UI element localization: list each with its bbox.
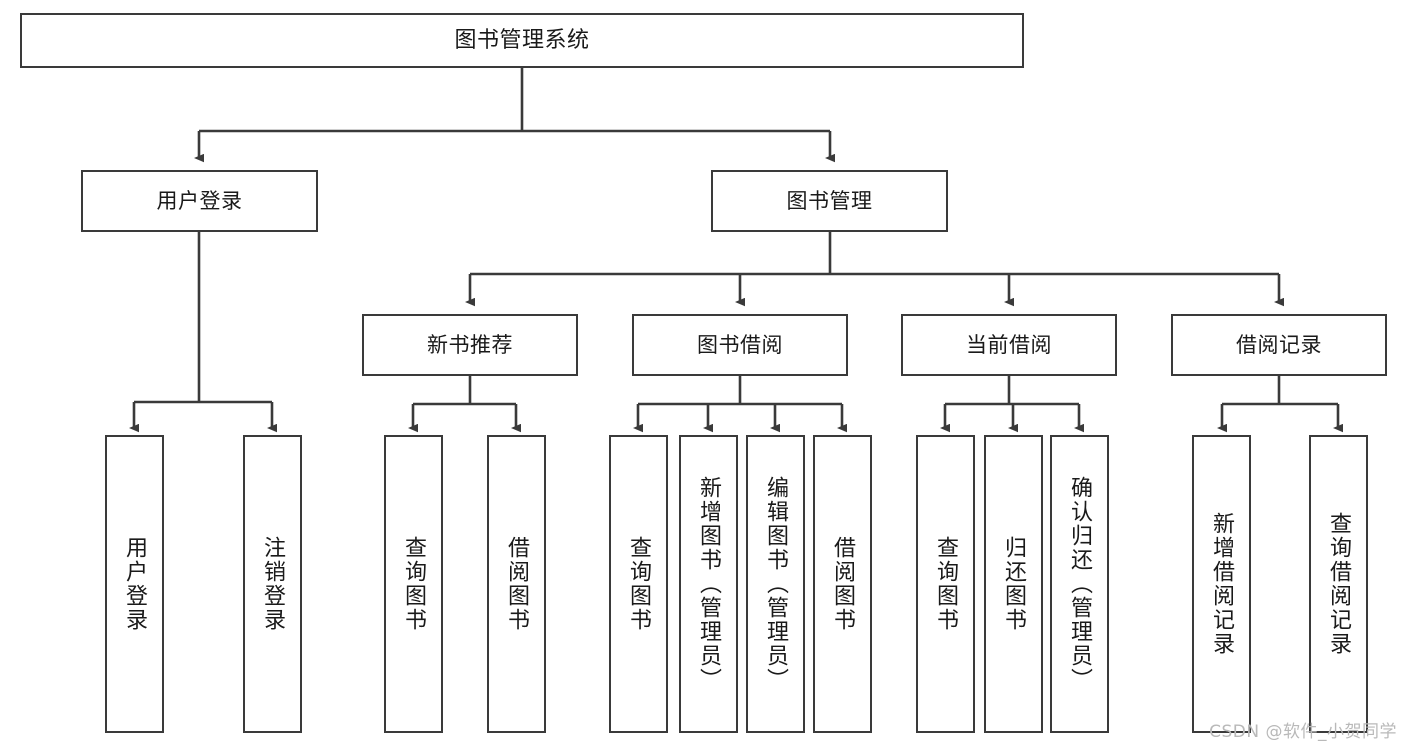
leaf-query-book-borrow[interactable]: 查询图书 bbox=[609, 435, 668, 733]
leaf-add-book-admin[interactable]: 新增图书（管理员） bbox=[679, 435, 738, 733]
node-label: 图书借阅 bbox=[697, 332, 783, 357]
node-label: 查询图书 bbox=[933, 536, 959, 632]
node-current-borrow[interactable]: 当前借阅 bbox=[901, 314, 1117, 376]
node-label: 借阅记录 bbox=[1236, 332, 1322, 357]
node-book-borrow[interactable]: 图书借阅 bbox=[632, 314, 848, 376]
leaf-edit-book-admin[interactable]: 编辑图书（管理员） bbox=[746, 435, 805, 733]
node-label: 编辑图书（管理员） bbox=[763, 476, 789, 692]
node-root-book-management-system[interactable]: 图书管理系统 bbox=[20, 13, 1024, 68]
node-label: 注销登录 bbox=[260, 536, 286, 632]
node-label: 图书管理系统 bbox=[454, 27, 590, 53]
node-label: 当前借阅 bbox=[966, 332, 1052, 357]
node-label: 借阅图书 bbox=[830, 536, 856, 632]
node-label: 新增借阅记录 bbox=[1209, 512, 1235, 656]
node-label: 新书推荐 bbox=[427, 332, 513, 357]
leaf-confirm-return-admin[interactable]: 确认归还（管理员） bbox=[1050, 435, 1109, 733]
leaf-query-borrow-record[interactable]: 查询借阅记录 bbox=[1309, 435, 1368, 733]
node-label: 查询图书 bbox=[626, 536, 652, 632]
leaf-logout-login[interactable]: 注销登录 bbox=[243, 435, 302, 733]
leaf-query-book-recommend[interactable]: 查询图书 bbox=[384, 435, 443, 733]
node-label: 查询借阅记录 bbox=[1326, 512, 1352, 656]
watermark-text: CSDN @软件_小贺同学 bbox=[1209, 722, 1397, 742]
leaf-query-book-current[interactable]: 查询图书 bbox=[916, 435, 975, 733]
node-book-management[interactable]: 图书管理 bbox=[711, 170, 948, 232]
node-label: 用户登录 bbox=[156, 188, 243, 213]
node-label: 查询图书 bbox=[401, 536, 427, 632]
node-label: 图书管理 bbox=[786, 188, 873, 213]
node-label: 归还图书 bbox=[1001, 536, 1027, 632]
leaf-borrow-book-recommend[interactable]: 借阅图书 bbox=[487, 435, 546, 733]
node-label: 确认归还（管理员） bbox=[1067, 476, 1093, 692]
leaf-borrow-book[interactable]: 借阅图书 bbox=[813, 435, 872, 733]
node-label: 用户登录 bbox=[122, 536, 148, 632]
leaf-user-login[interactable]: 用户登录 bbox=[105, 435, 164, 733]
node-label: 借阅图书 bbox=[504, 536, 530, 632]
node-label: 新增图书（管理员） bbox=[696, 476, 722, 692]
leaf-return-book[interactable]: 归还图书 bbox=[984, 435, 1043, 733]
node-borrow-record[interactable]: 借阅记录 bbox=[1171, 314, 1387, 376]
node-user-login[interactable]: 用户登录 bbox=[81, 170, 318, 232]
leaf-add-borrow-record[interactable]: 新增借阅记录 bbox=[1192, 435, 1251, 733]
node-new-book-recommend[interactable]: 新书推荐 bbox=[362, 314, 578, 376]
